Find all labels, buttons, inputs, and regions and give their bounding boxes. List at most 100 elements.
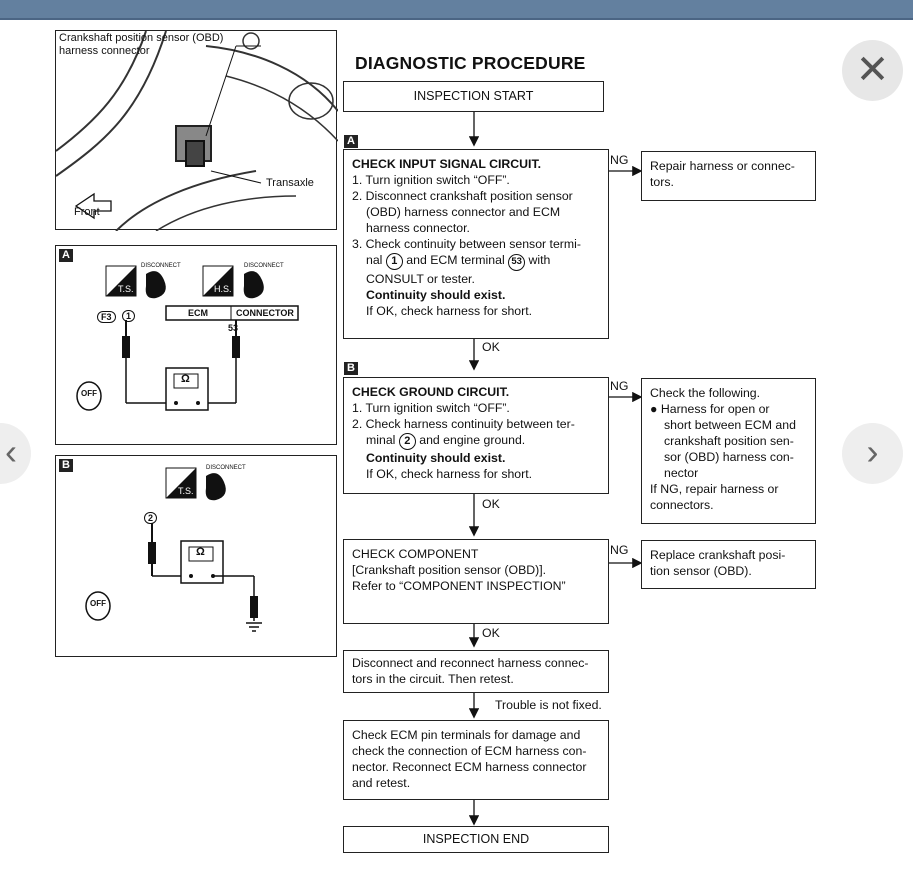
chevron-right-icon[interactable]: › [866,431,879,472]
step1-line-6: nal 1 and ECM terminal 53 with [352,252,600,271]
close-icon[interactable]: ✕ [855,48,890,92]
front-label: Front [74,206,100,218]
step4-line-2: tors in the circuit. Then retest. [352,672,514,686]
step1-line-6c: with [528,253,551,267]
step1-line-7: CONSULT or tester. [366,272,475,286]
panel-a-disconnect-2: DISCONNECT [244,263,284,269]
step1-line-9: If OK, check harness for short. [366,304,533,318]
inspection-end-label: INSPECTION END [422,832,530,846]
replace-sensor-box: Replace crankshaft posi- tion sensor (OB… [641,540,816,589]
ng3-box-line-2: tion sensor (OBD). [650,564,752,578]
engine-drawing [56,31,338,231]
inspection-end-box: INSPECTION END [343,826,609,853]
ng2-line-6: nector [664,466,699,480]
ng2-line-2: ● Harness for open or [650,402,770,416]
ok-label-3: OK [482,626,500,640]
step3-line-2: [Crankshaft position sensor (OBD)]. [352,563,547,577]
check-input-signal-box: CHECK INPUT SIGNAL CIRCUIT. 1. Turn igni… [343,149,609,339]
next-button[interactable]: › [842,423,903,484]
step2-line-3a: minal [366,433,396,447]
terminal-1-badge: 1 [385,253,403,270]
panel-b-drawing [85,467,262,632]
check-ground-circuit-box: CHECK GROUND CIRCUIT. 1. Turn ignition s… [343,377,609,494]
check-ecm-pins-box: Check ECM pin terminals for damage and c… [343,720,609,800]
panel-a-ecm-terminal: 53 [228,323,239,333]
step5-line-1: Check ECM pin terminals for damage and [352,728,581,742]
ng2-line-8: connectors. [650,498,714,512]
panel-b-ohm: Ω [196,546,205,558]
chevron-left-icon[interactable]: ‹ [5,431,17,472]
panel-a-ts: T.S. [118,284,134,294]
diagnostic-procedure-title: DIAGNOSTIC PROCEDURE [355,53,586,73]
panel-a-hs: H.S. [214,284,232,294]
panel-a-ohm: Ω [181,373,190,385]
inspection-start-label: INSPECTION START [413,89,534,103]
close-button[interactable]: ✕ [842,40,903,101]
step1-line-1: 1. Turn ignition switch “OFF”. [352,173,510,187]
ng2-line-5: sor (OBD) harness con- [664,450,794,464]
panel-a-disconnect-1: DISCONNECT [141,263,181,269]
reconnect-harness-box: Disconnect and reconnect harness connec-… [343,650,609,693]
step5-line-2: check the connection of ECM harness con- [352,744,587,758]
ok-label-2: OK [482,497,500,511]
terminal-53-badge: 53 [508,254,526,271]
step1-line-6b: and ECM terminal [406,253,505,267]
step5-line-3: nector. Reconnect ECM harness connector [352,760,587,774]
sensor-label: Crankshaft position sensor (OBD) [59,32,224,44]
check-component-box: CHECK COMPONENT [Crankshaft position sen… [343,539,609,624]
step3-line-1: CHECK COMPONENT [352,547,479,561]
ng2-line-1: Check the following. [650,386,761,400]
terminal-2-badge: 2 [398,433,416,450]
panel-a-connector: CONNECTOR [236,308,294,318]
ng1-box-line-1: Repair harness or connec- [650,159,795,173]
panel-b-tag: B [59,459,73,472]
panel-a-diagram: A T.S. H.S. DISCONNECT DISCONNECT F3 1 E… [55,245,337,445]
inspection-start-box: INSPECTION START [343,81,604,112]
step1-line-3: (OBD) harness connector and ECM [366,205,561,219]
panel-b-ts: T.S. [178,486,194,496]
ng1-box-line-2: tors. [650,175,674,189]
ok-label-1: OK [482,340,500,354]
step1-line-6a: nal [366,253,383,267]
trouble-not-fixed-label: Trouble is not fixed. [495,698,602,712]
panel-a-ecm: ECM [188,308,208,318]
step1-heading: CHECK INPUT SIGNAL CIRCUIT. [352,157,542,171]
check-following-box: Check the following. ● Harness for open … [641,378,816,524]
top-bar [0,0,913,20]
step1-line-2: 2. Disconnect crankshaft position sensor [352,189,573,203]
panel-a-tag: A [59,249,73,262]
panel-b-terminal: 2 [144,512,158,524]
panel-a-off: OFF [81,389,97,398]
engine-illustration: Crankshaft position sensor (OBD) harness… [55,30,338,231]
step2-heading: CHECK GROUND CIRCUIT. [352,385,510,399]
panel-a-connector-id: F3 [97,311,116,323]
step1-line-8: Continuity should exist. [366,288,506,302]
panel-b-disconnect: DISCONNECT [206,465,246,471]
transaxle-label: Transaxle [266,177,314,189]
ng2-line-3: short between ECM and [664,418,796,432]
step2-line-4: Continuity should exist. [366,451,506,465]
ng2-line-7: If NG, repair harness or [650,482,779,496]
step1-line-4: harness connector. [366,221,470,235]
panel-a-drawing [76,265,299,411]
ng3-box-line-1: Replace crankshaft posi- [650,548,786,562]
ng-label-3: NG [610,543,629,557]
repair-harness-box: Repair harness or connec- tors. [641,151,816,201]
step5-line-4: and retest. [352,776,411,790]
step2-line-1: 1. Turn ignition switch “OFF”. [352,401,510,415]
step2-line-5: If OK, check harness for short. [366,467,533,481]
panel-b-off: OFF [90,599,106,608]
ng-label-1: NG [610,153,629,167]
step2-line-2: 2. Check harness continuity between ter- [352,417,575,431]
ng-label-2: NG [610,379,629,393]
step2-line-3: minal 2 and engine ground. [352,432,600,450]
step-a-tag: A [344,135,358,148]
ng2-line-4: crankshaft position sen- [664,434,794,448]
step3-line-3: Refer to “COMPONENT INSPECTION” [352,579,566,593]
panel-b-diagram: B T.S. DISCONNECT 2 Ω OFF [55,455,337,657]
panel-a-terminal: 1 [122,310,136,322]
step-b-tag: B [344,362,358,375]
prev-button[interactable]: ‹ [0,423,31,484]
step4-line-1: Disconnect and reconnect harness connec- [352,656,589,670]
step1-line-5: 3. Check continuity between sensor termi… [352,237,581,251]
